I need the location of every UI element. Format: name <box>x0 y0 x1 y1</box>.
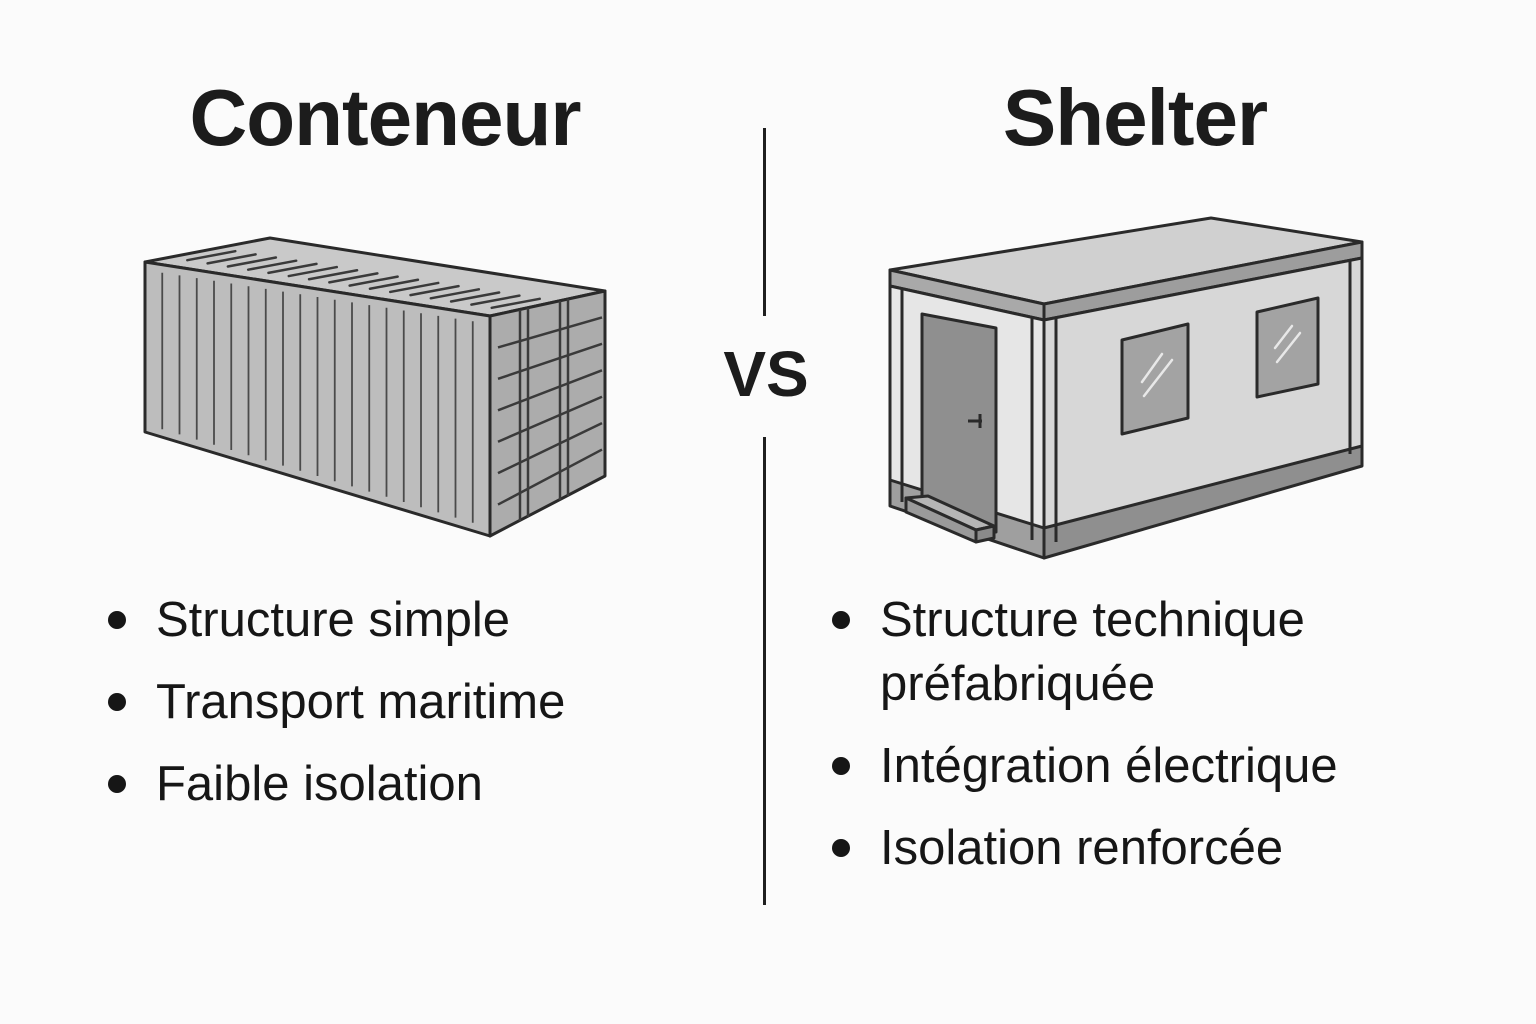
feature-item: Intégration électrique <box>832 734 1492 798</box>
feature-item: Faible isolation <box>108 752 668 816</box>
feature-item: Structure technique préfabriquée <box>832 588 1492 716</box>
feature-item: Structure simple <box>108 588 668 652</box>
shipping-container-icon <box>143 236 607 538</box>
shelter-windows <box>1120 296 1320 436</box>
divider-line-bottom <box>763 437 766 905</box>
divider-line-top <box>763 128 766 316</box>
feature-item: Isolation renforcée <box>832 816 1492 880</box>
conteneur-title: Conteneur <box>189 73 582 162</box>
shelter-feature-list: Structure technique préfabriquée Intégra… <box>832 588 1492 898</box>
shelter-door <box>920 312 998 534</box>
feature-item: Transport maritime <box>108 670 668 734</box>
shelter-step <box>904 494 996 544</box>
conteneur-feature-list: Structure simple Transport maritime Faib… <box>108 588 668 834</box>
vs-label: VS <box>723 338 809 410</box>
shelter-title: Shelter <box>1002 73 1268 162</box>
prefab-shelter-icon <box>888 216 1364 560</box>
